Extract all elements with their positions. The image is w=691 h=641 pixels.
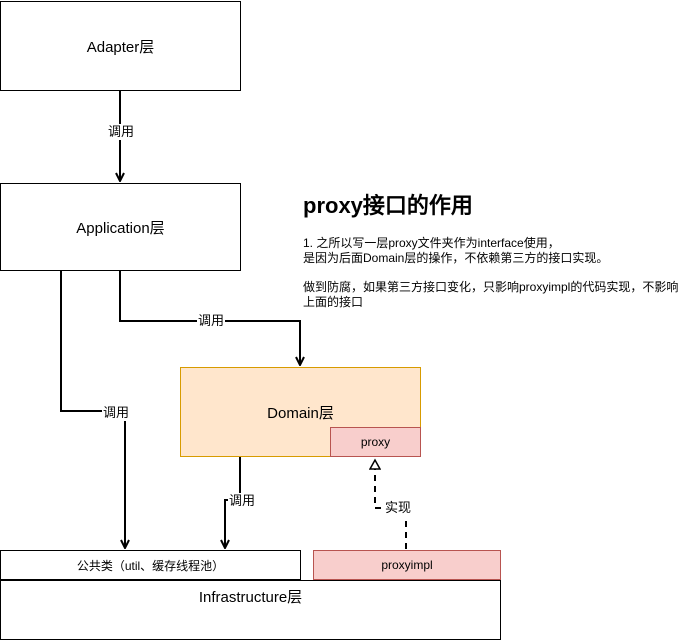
adapter-layer-label: Adapter层 [86,38,155,56]
application-layer-label: Application层 [76,219,165,237]
note-line-1: 1. 之所以写一层proxy文件夹作为interface使用， [303,236,560,250]
edge-label-adapter-application: 调用 [107,124,136,140]
adapter-layer: Adapter层 [0,1,241,91]
domain-layer-label: Domain层 [267,404,334,422]
domain-layer: Domain层 [180,367,421,457]
note-line-3: 做到防腐，如果第三方接口变化，只影响proxyimpl的代码实现，不影响上面的接… [303,280,679,309]
proxyimpl-label: proxyimpl [381,558,433,572]
common-classes-label: 公共类（util、缓存线程池） [76,558,225,573]
edge-label-application-common: 调用 [102,405,131,421]
infrastructure-layer: Infrastructure层 [0,580,501,640]
proxy-label: proxy [360,435,391,449]
edge-label-proxyimpl-proxy: 实现 [384,500,413,516]
proxyimpl-box: proxyimpl [313,550,501,580]
application-layer: Application层 [0,183,241,271]
common-classes-box: 公共类（util、缓存线程池） [0,550,301,580]
edge-label-application-domain: 调用 [197,313,226,329]
edge-application-common [60,271,125,548]
note-text: 1. 之所以写一层proxy文件夹作为interface使用， 是因为后面Dom… [303,236,689,310]
note-line-2: 是因为后面Domain层的操作，不依赖第三方的接口实现。 [303,251,609,265]
note-title: proxy接口的作用 [303,193,473,218]
edge-label-domain-common: 调用 [228,493,257,509]
proxy-box: proxy [330,427,421,457]
infrastructure-layer-label: Infrastructure层 [198,589,303,606]
